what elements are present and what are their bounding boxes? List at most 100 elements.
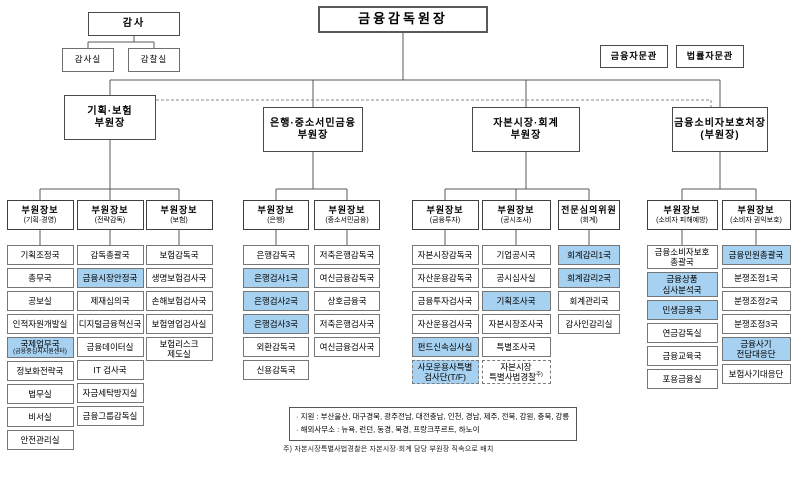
- dept-box: 특별조사국: [481, 337, 551, 357]
- dept-label: 금융민원총괄국: [728, 249, 784, 260]
- dept-box: 회계감리2국: [558, 268, 620, 288]
- dept-label: 상호금융국: [327, 295, 367, 306]
- dept-box: 은행검사3국: [243, 314, 309, 334]
- dept-label: 사모운용사특별 검사단(T/F): [417, 362, 473, 383]
- dept-box: 공시심사실: [481, 268, 551, 288]
- regional-offices-note-box: · 지원 : 부산울산, 대구경북, 광주전남, 대전충남, 인천, 경남, 제…: [289, 407, 577, 441]
- assistant-deputy-governor-box: 부원장보(소비자 피해예방): [646, 200, 718, 230]
- dept-label: 회계감리1국: [567, 249, 611, 260]
- dept-box: 기획조정국: [6, 245, 74, 265]
- dept-box: 저축은행감독국: [314, 245, 380, 265]
- assistant-title: 부원장보: [91, 205, 129, 216]
- assistant-title: 부원장보: [497, 205, 535, 216]
- dept-box: 은행검사1국: [243, 268, 309, 288]
- dept-box: 보험사기대응단: [721, 364, 791, 385]
- dept-box: 자금세탁방지실: [76, 383, 144, 403]
- dept-box: 금융사기 전담대응단: [721, 337, 791, 362]
- dept-label: 분쟁조정2국: [734, 295, 778, 306]
- dept-label: 자산운용검사국: [417, 318, 473, 329]
- dept-box: 펀드신속심사실: [411, 337, 479, 357]
- dept-box: 보험리스크 제도실: [145, 337, 213, 362]
- dept-label: 기획조사국: [496, 295, 536, 306]
- dept-label: 자금세탁방지실: [82, 387, 138, 398]
- assistant-deputy-governor-box: 부원장보(전략감독): [76, 200, 144, 230]
- dept-box: IT 검사국: [76, 360, 144, 380]
- dept-box: 회계감리1국: [558, 245, 620, 265]
- dept-label: 저축은행검사국: [319, 318, 375, 329]
- deputy-governor-consumer-protection-box: 금융소비자보호처장 (부원장): [672, 107, 768, 152]
- governor-box: 금융감독원장: [318, 6, 488, 33]
- dept-label: 회계감리2국: [567, 272, 611, 283]
- dept-box: 국제업무국(금융중심지지원센터): [6, 337, 74, 358]
- assistant-subtitle: (중소서민금융): [325, 216, 369, 224]
- dept-box: 법무실: [6, 383, 74, 404]
- dept-label: 기업공시국: [496, 249, 536, 260]
- assistant-subtitle: (소비자 권익보호): [730, 216, 782, 224]
- dept-box: 감독총괄국: [76, 245, 144, 265]
- dept-label: 공시심사실: [496, 272, 536, 283]
- auditor-label: 감사: [122, 18, 146, 30]
- dept-box: 금융상품 심사분석국: [646, 272, 718, 297]
- assistant-subtitle: (회계): [580, 216, 598, 224]
- assistant-deputy-governor-box: 부원장보(소비자 권익보호): [721, 200, 791, 230]
- dept-label: 공보실: [28, 295, 52, 306]
- dept-box: 제재심의국: [76, 291, 144, 311]
- dept-box: 은행검사2국: [243, 291, 309, 311]
- branch-label: 금융소비자보호처장 (부원장): [674, 118, 766, 141]
- dept-label: 국제업무국: [20, 339, 60, 349]
- dept-box: 보험감독국: [145, 245, 213, 265]
- dept-label: 금융사기 전담대응단: [736, 339, 776, 360]
- dept-label: 생명보험검사국: [151, 272, 207, 283]
- dept-label: 보험영업검사실: [151, 318, 207, 329]
- financial-advisor-box: 금융자문관: [600, 45, 668, 68]
- assistant-title: 전문심의위원: [561, 205, 617, 216]
- dept-box: 인적자원개발실: [6, 314, 74, 334]
- dept-box: 연금감독실: [646, 322, 718, 343]
- dept-label: 외환감독국: [256, 341, 296, 352]
- assistant-title: 부원장보: [160, 205, 198, 216]
- dept-label: 안전관리실: [20, 434, 60, 445]
- assistant-title: 부원장보: [426, 205, 464, 216]
- footnote-text: 주) 자본시장특별사법경찰은 자본시장·회계 담당 부원장 직속으로 배치: [283, 446, 494, 453]
- dept-label: 은행검사3국: [254, 318, 298, 329]
- branch-label: 기획·보험 부원장: [87, 106, 133, 129]
- dept-label: 신용감독국: [256, 364, 296, 375]
- dept-box: 금융민원총괄국: [721, 245, 791, 265]
- dept-label: 자본시장 특별사법경찰주): [489, 362, 543, 383]
- dept-label: 여신금융감독국: [319, 272, 375, 283]
- dept-label: 비서실: [28, 411, 52, 422]
- dept-box: 상호금융국: [314, 291, 380, 311]
- dept-box: 자본시장조사국: [481, 314, 551, 334]
- dept-label: 금융교육국: [662, 350, 702, 361]
- dept-label: IT 검사국: [93, 364, 127, 375]
- dept-box: 여신금융감독국: [314, 268, 380, 288]
- dept-box: 포용금융실: [646, 368, 718, 389]
- dept-box: 자본시장감독국: [411, 245, 479, 265]
- dept-label: 금융상품 심사분석국: [662, 274, 702, 295]
- dept-label: 법무실: [28, 388, 52, 399]
- financial-advisor-label: 금융자문관: [610, 51, 658, 62]
- audit-office-box: 감사실: [62, 48, 114, 72]
- footnote-marker: 주): [536, 372, 543, 379]
- assistant-title: 부원장보: [21, 205, 59, 216]
- dept-box: 저축은행검사국: [314, 314, 380, 334]
- legal-advisor-label: 법률자문관: [686, 51, 734, 62]
- branch-label: 은행·중소서민금융 부원장: [270, 118, 356, 141]
- dept-label: 금융데이터실: [86, 341, 134, 352]
- dept-box: 금융소비자보호 총괄국: [646, 245, 718, 270]
- assistant-deputy-governor-box: 부원장보(공시조사): [481, 200, 551, 230]
- dept-label: 손해보험검사국: [151, 295, 207, 306]
- assistant-subtitle: (전략감독): [94, 216, 126, 224]
- deputy-governor-planning-insurance-box: 기획·보험 부원장: [64, 95, 156, 140]
- assistant-deputy-governor-box: 전문심의위원(회계): [558, 200, 620, 230]
- governor-label: 금융감독원장: [358, 11, 448, 27]
- audit-office-label: 감사실: [74, 54, 102, 65]
- assistant-deputy-governor-box: 부원장보(금융투자): [411, 200, 479, 230]
- dept-box: 안전관리실: [6, 429, 74, 450]
- dept-box: 여신금융검사국: [314, 337, 380, 357]
- dept-label: 펀드신속심사실: [417, 341, 473, 352]
